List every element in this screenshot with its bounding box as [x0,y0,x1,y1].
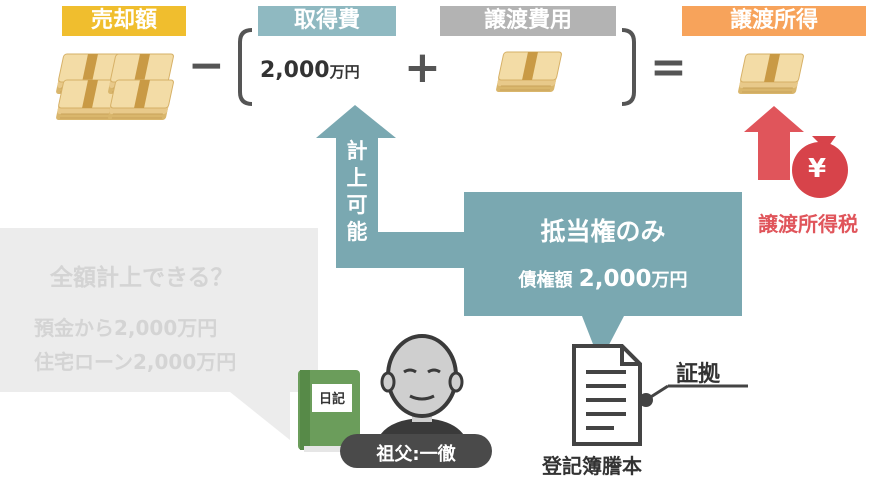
teal-bubble-line-unit: 万円 [651,270,688,291]
label-acquisition-cost: 取得費 [258,6,396,36]
yen-symbol: ¥ [808,154,827,184]
document-label: 登記簿謄本 [542,454,642,478]
acquisition-amount-value: 2,000 [260,58,330,83]
grey-speech-bubble [0,228,318,440]
equals-operator: = [650,42,687,93]
grey-bubble-line2: 住宅ローン2,000万円 [34,350,237,374]
right-bracket [621,28,636,106]
plus-operator: + [404,42,441,93]
evidence-leader-line [639,384,748,407]
teal-speech-bubble [464,192,742,362]
teal-bubble-title: 抵当権のみ [540,217,666,246]
name-plate [340,434,492,468]
arrow-text-char: 計 [346,139,368,163]
left-bracket [238,28,253,106]
person-name: 祖父:一徹 [376,444,456,465]
money-stack-icon-income [736,53,805,95]
arrow-text-recordable: 計 上 可 能 [342,138,372,246]
document-icon [572,344,642,446]
label-sale-price: 売却額 [62,6,186,36]
grey-bubble-question: 全額計上できる？ [50,265,234,291]
money-bag-icon [792,136,848,198]
teal-bubble-line-value: 2,000 [578,266,652,292]
teal-bubble-line: 債権額 2,000万円 [464,266,742,292]
arrow-text-char: 上 [346,166,368,190]
arrow-up-teal [316,105,470,268]
acquisition-amount: 2,000万円 [260,58,360,83]
tax-label: 譲渡所得税 [758,212,858,236]
label-transfer-cost: 譲渡費用 [440,6,616,36]
acquisition-amount-unit: 万円 [329,63,360,81]
grey-bubble-line1: 預金から2,000万円 [34,316,218,340]
money-stack-icon-transfer-cost [494,51,563,93]
arrow-up-red [744,106,804,180]
arrow-text-char: 能 [346,220,368,244]
label-transfer-income: 譲渡所得 [682,6,866,36]
minus-operator: − [188,40,225,91]
diary-book-icon [298,370,360,452]
teal-bubble-line-label: 債権額 [518,270,573,291]
arrow-text-char: 可 [346,193,368,217]
money-stack-icon-sale-4 [106,79,175,121]
diary-label: 日記 [318,392,345,407]
evidence-label: 証拠 [676,362,721,387]
